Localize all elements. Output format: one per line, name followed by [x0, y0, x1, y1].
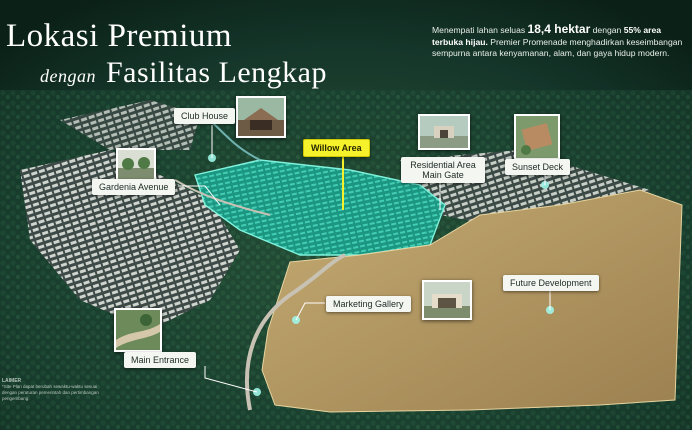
leader-gardenia	[178, 185, 221, 206]
intro-open-area: 55% area terbuka hijau.	[432, 25, 662, 47]
disclaimer-heading: LAIMER	[2, 378, 22, 384]
future-development-land	[262, 190, 682, 412]
headline-line-1: Lokasi Premium	[6, 18, 233, 54]
label-future-development[interactable]: Future Development	[503, 275, 599, 291]
leader-main-entrance	[204, 366, 258, 393]
gardenia-avenue-photo	[116, 148, 156, 182]
label-club-house[interactable]: Club House	[174, 108, 236, 124]
headline-lead: dengan	[40, 66, 96, 86]
disclaimer: LAIMER *Site Plan dapat berubah sewaktu-…	[2, 378, 112, 402]
residential-gate-photo	[418, 114, 470, 150]
willow-area-zone	[195, 160, 445, 255]
club-house-photo	[236, 96, 286, 138]
headline-main: Fasilitas Lengkap	[106, 56, 327, 89]
headline-line-2: dengan Fasilitas Lengkap	[40, 56, 327, 90]
intro-area-value: 18,4 hektar	[527, 22, 591, 36]
label-sunset-deck[interactable]: Sunset Deck	[505, 159, 571, 175]
marketing-gallery-photo	[422, 280, 472, 320]
disclaimer-body: *Site Plan dapat berubah sewaktu-waktu s…	[2, 384, 99, 401]
secondary-road	[174, 179, 271, 216]
main-road	[245, 253, 346, 411]
intro-part-2: dengan	[592, 25, 622, 35]
main-entrance-photo	[114, 308, 162, 352]
sunset-deck-photo	[514, 114, 560, 160]
intro-part-3: Premier Promenade menghadirkan keseimban…	[432, 36, 683, 59]
leader-marketing-gallery	[295, 302, 325, 321]
future-development-edge	[261, 189, 683, 413]
label-residential-main-gate[interactable]: Residential Area Main Gate	[401, 157, 485, 183]
west-residential-cluster	[20, 150, 240, 330]
label-gardenia-avenue[interactable]: Gardenia Avenue	[92, 179, 176, 195]
label-marketing-gallery[interactable]: Marketing Gallery	[326, 296, 411, 312]
water-channel	[209, 119, 261, 161]
label-main-entrance[interactable]: Main Entrance	[124, 352, 197, 368]
intro-paragraph: Menempati lahan seluas 18,4 hektar denga…	[432, 22, 684, 60]
north-residential-cluster	[60, 100, 200, 150]
intro-part-1: Menempati lahan seluas	[432, 25, 526, 35]
label-willow-area[interactable]: Willow Area	[303, 139, 370, 157]
